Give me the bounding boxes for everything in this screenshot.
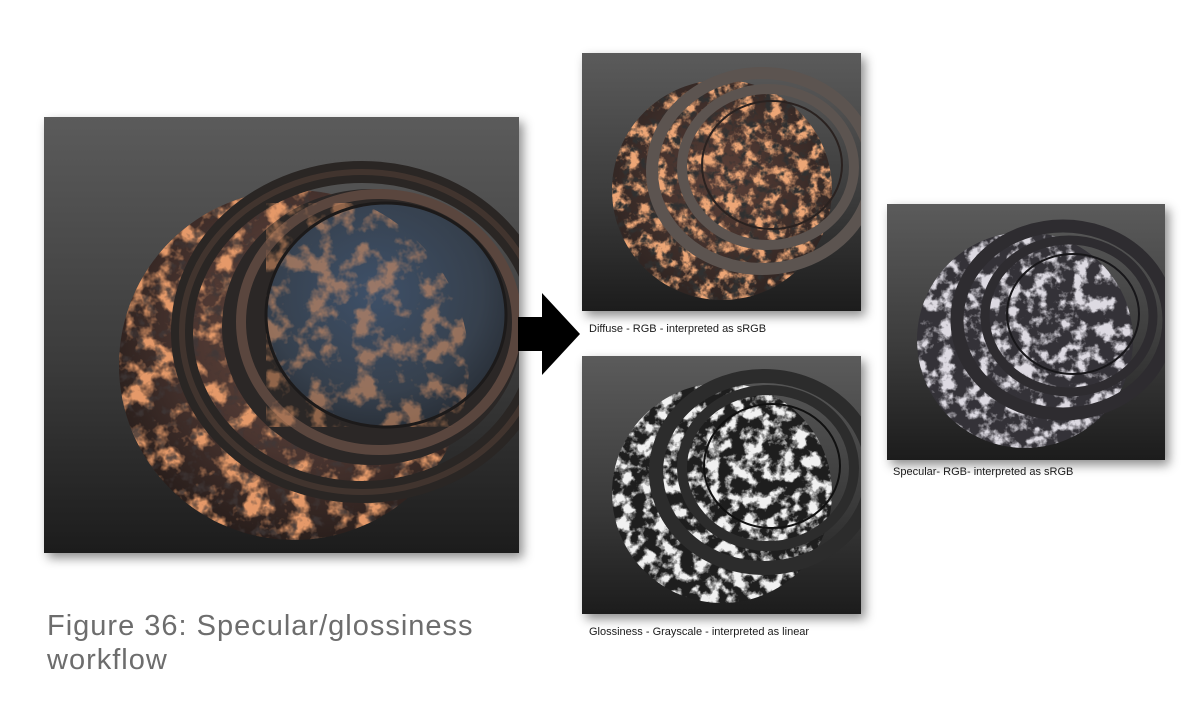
combined-material-render: [44, 117, 519, 553]
glossiness-caption: Glossiness - Grayscale - interpreted as …: [589, 626, 810, 638]
arrow-right-icon: [518, 293, 580, 375]
rusty-sphere-image: [119, 161, 519, 540]
specular-sphere-image: [917, 219, 1165, 448]
diffuse-sphere-image: [612, 67, 861, 300]
glossiness-sphere-image: [612, 369, 861, 603]
specular-caption: Specular- RGB- interpreted as sRGB: [893, 466, 1074, 478]
glossiness-map-render: [582, 356, 861, 614]
specular-map-render: [887, 204, 1165, 460]
diffuse-caption: Diffuse - RGB - interpreted as sRGB: [589, 323, 767, 335]
figure-caption: Figure 36: Specular/glossiness workflow: [47, 610, 474, 676]
diffuse-map-render: [582, 53, 861, 311]
